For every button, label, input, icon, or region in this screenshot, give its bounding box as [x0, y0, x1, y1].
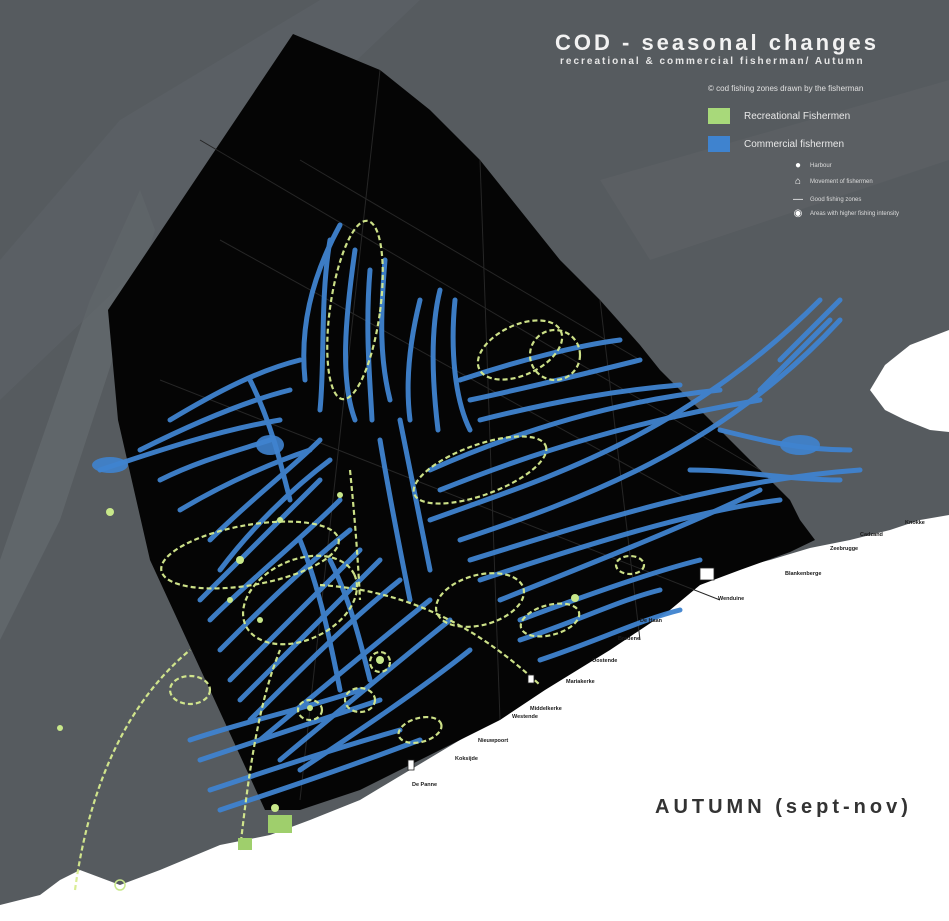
marker-pin-icon: ●	[794, 160, 802, 171]
symbol-row: ● Harbour	[790, 160, 832, 171]
symbol-label: Good fishing zones	[810, 196, 862, 203]
symbol-label: Areas with higher fishing intensity	[810, 210, 900, 217]
legend-swatch-blue	[708, 136, 730, 152]
legend-label: Recreational Fishermen	[744, 110, 851, 122]
recreational-points	[57, 492, 579, 891]
place-label: Nieuwpoort	[478, 738, 508, 744]
place-label: Bredene	[618, 636, 640, 642]
place-label: Knokke	[905, 520, 925, 526]
land-coast	[0, 515, 949, 921]
harbour-markers	[407, 567, 715, 771]
season-label: AUTUMN (sept-nov)	[655, 796, 912, 818]
place-label: Koksijde	[455, 756, 478, 762]
symbol-row: — Good fishing zones	[790, 194, 861, 205]
place-label: Blankenberge	[785, 571, 821, 577]
place-label: Cadzand	[860, 532, 883, 538]
boat-icon: ⌂	[794, 176, 802, 187]
place-label: Wenduine	[718, 596, 744, 602]
place-label: Westende	[512, 714, 538, 720]
legend-swatch-green	[708, 108, 730, 124]
map-title: COD - seasonal changes	[555, 30, 879, 55]
place-label: De Haan	[640, 618, 663, 624]
sea-band	[600, 80, 949, 260]
symbol-label: Harbour	[810, 162, 832, 169]
recreational-zones	[73, 219, 646, 891]
symbol-row: ⌂ Movement of fishermen	[790, 176, 873, 187]
place-label: Zeebrugge	[830, 546, 858, 552]
land-northeast	[870, 330, 949, 432]
circle-dot-icon: ◉	[793, 208, 803, 219]
map-subtitle: recreational & commercial fisherman/ Aut…	[560, 56, 865, 67]
study-grid	[159, 69, 761, 801]
study-area	[108, 34, 815, 810]
symbol-label: Movement of fishermen	[810, 178, 873, 185]
place-labels: Knokke Cadzand Zeebrugge Blankenberge We…	[412, 520, 925, 788]
place-label: De Panne	[412, 782, 437, 788]
commercial-zones	[97, 222, 863, 813]
place-label: Mariakerke	[566, 679, 595, 685]
symbol-row: ◉ Areas with higher fishing intensity	[790, 208, 899, 219]
legend-recreational: Recreational Fishermen	[708, 108, 850, 124]
place-label: Oostende	[592, 658, 617, 664]
map-note: © cod fishing zones drawn by the fisherm…	[708, 84, 864, 93]
commercial-blobs	[92, 435, 820, 473]
place-label: Middelkerke	[530, 706, 562, 712]
line-icon: —	[793, 194, 803, 205]
legend-label: Commercial fishermen	[744, 138, 845, 150]
legend-commercial: Commercial fishermen	[708, 136, 844, 152]
